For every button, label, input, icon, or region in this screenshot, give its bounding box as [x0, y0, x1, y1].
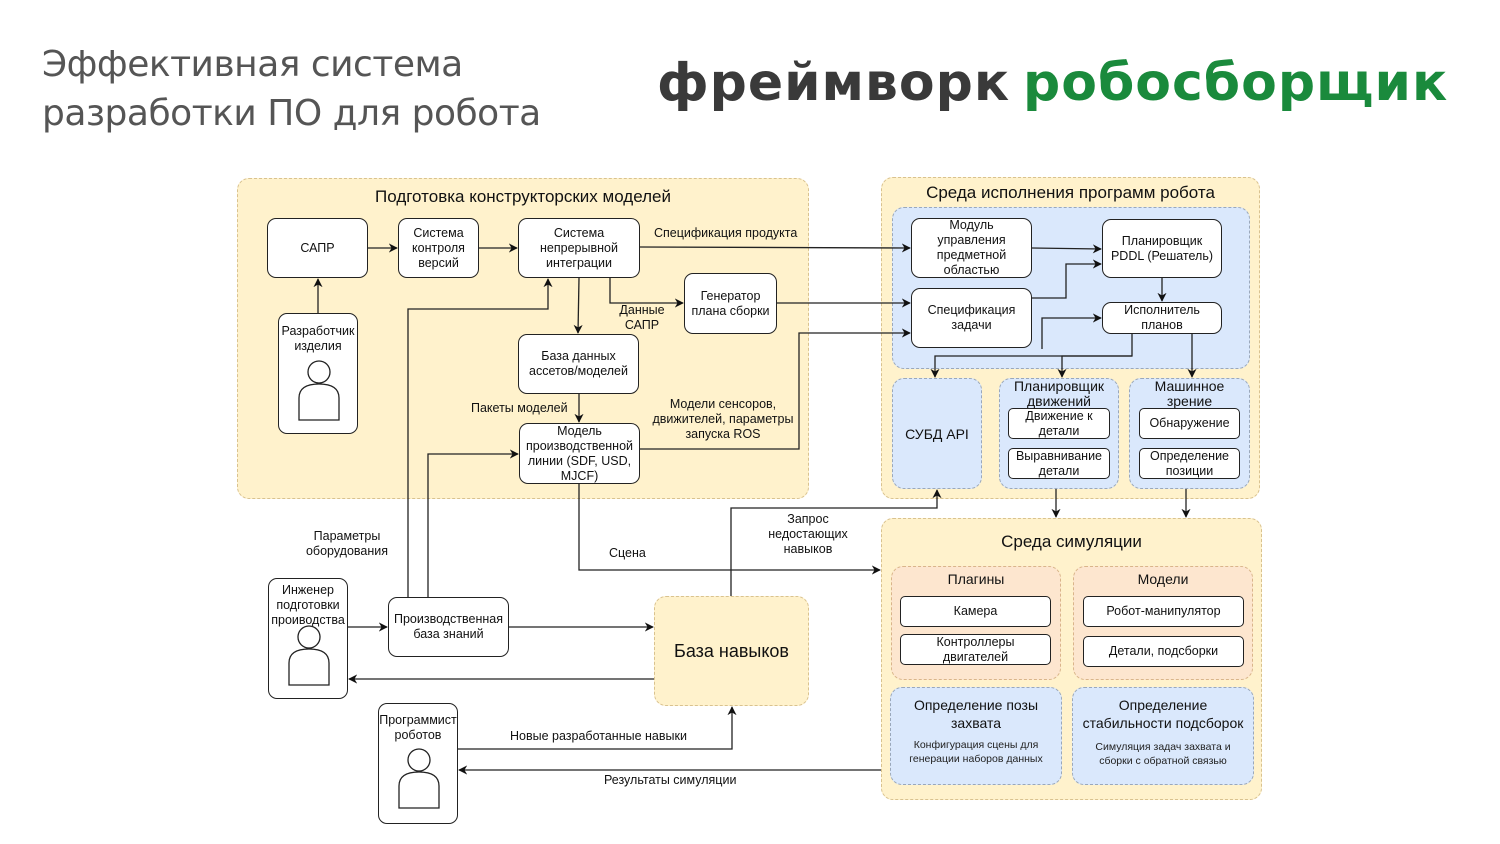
grasp-pose-title: Определение позы захвата	[913, 697, 1039, 731]
motion-to-part-node[interactable]: Движение к детали	[1008, 408, 1110, 439]
brand-framework: фреймворк	[657, 53, 1011, 113]
robot-programmer-label: Программист роботов	[379, 713, 457, 742]
label-missing-skills: Запрос недостающих навыков	[768, 512, 848, 556]
label-scene: Сцена	[609, 546, 646, 560]
domain-management-module-node[interactable]: Модуль управления предметной областью	[911, 218, 1032, 278]
label-product-spec: Спецификация продукта	[654, 226, 798, 240]
group-subassembly-stability: Определение стабильности подсборок Симул…	[1072, 687, 1254, 785]
task-specification-node[interactable]: Спецификация задачи	[911, 288, 1032, 348]
actor-robot-programmer[interactable]: Программист роботов	[378, 703, 458, 824]
stability-title: Определение стабильности подсборок	[1082, 697, 1244, 731]
product-developer-label: Разработчик изделия	[281, 324, 355, 353]
skills-database-label: База навыков	[674, 640, 789, 661]
label-sim-results: Результаты симуляции	[604, 773, 737, 787]
label-cad-data: Данные САПР	[619, 303, 665, 332]
assembly-plan-generator-node[interactable]: Генератор плана сборки	[684, 273, 777, 334]
actor-production-engineer[interactable]: Инженер подготовки проиводства	[268, 578, 348, 699]
motion-planner-title: Планировщик движений	[1013, 378, 1105, 409]
label-model-packages: Пакеты моделей	[471, 401, 568, 415]
detection-node[interactable]: Обнаружение	[1139, 408, 1240, 439]
skills-database[interactable]: База навыков	[654, 596, 809, 706]
simulation-title: Среда симуляции	[1001, 532, 1142, 551]
grasp-pose-caption: Конфигурация сцены для генерации наборов…	[909, 739, 1043, 765]
actor-product-developer[interactable]: Разработчик изделия	[278, 313, 358, 434]
production-engineer-label: Инженер подготовки проиводства	[271, 583, 345, 627]
slide-title: Эффективная система разработки ПО для ро…	[42, 40, 541, 138]
dbms-api-label: СУБД API	[905, 425, 969, 442]
group-dbms-api: СУБД API	[892, 378, 982, 489]
label-sensor-models: Модели сенсоров, движителей, параметры з…	[652, 397, 794, 441]
stability-caption: Симуляция задач захвата и сборки с обрат…	[1095, 741, 1231, 767]
parts-subassemblies-model-node[interactable]: Детали, подсборки	[1083, 636, 1244, 667]
group-design-title: Подготовка конструкторских моделей	[375, 187, 671, 206]
motor-controllers-plugin-node[interactable]: Контроллеры двигателей	[900, 634, 1051, 665]
ci-node[interactable]: Система непрерывной интеграции	[518, 218, 640, 278]
vcs-node[interactable]: Система контроля версий	[398, 218, 479, 278]
plan-executor-node[interactable]: Исполнитель планов	[1102, 302, 1222, 334]
production-line-model-node[interactable]: Модель производственной линии (SDF, USD,…	[519, 423, 640, 484]
camera-plugin-node[interactable]: Камера	[900, 596, 1051, 627]
pose-estimation-node[interactable]: Определение позиции	[1139, 448, 1240, 479]
cad-node[interactable]: САПР	[267, 218, 368, 278]
person-icon	[398, 748, 440, 809]
brand-robosborshchik: робосборщик	[1023, 53, 1449, 113]
plugins-title: Плагины	[947, 571, 1005, 587]
person-icon	[298, 360, 340, 421]
asset-database-node[interactable]: База данных ассетов/моделей	[518, 334, 639, 394]
machine-vision-title: Машинное зрение	[1154, 378, 1225, 409]
pddl-planner-node[interactable]: Планировщик PDDL (Решатель)	[1102, 219, 1222, 278]
label-equipment-params: Параметры оборудования	[305, 529, 389, 558]
slide-title-line2: разработки ПО для робота	[42, 93, 541, 134]
models-title: Модели	[1137, 571, 1189, 587]
person-icon	[288, 625, 330, 686]
group-grasp-pose: Определение позы захвата Конфигурация сц…	[890, 687, 1062, 785]
part-alignment-node[interactable]: Выравнивание детали	[1008, 448, 1110, 479]
production-knowledge-base-node[interactable]: Производственная база знаний	[388, 597, 509, 657]
label-new-skills: Новые разработанные навыки	[510, 729, 687, 743]
robot-manipulator-model-node[interactable]: Робот-манипулятор	[1083, 596, 1244, 627]
group-runtime-title: Среда исполнения программ робота	[926, 183, 1215, 202]
slide-title-line1: Эффективная система	[42, 44, 463, 85]
